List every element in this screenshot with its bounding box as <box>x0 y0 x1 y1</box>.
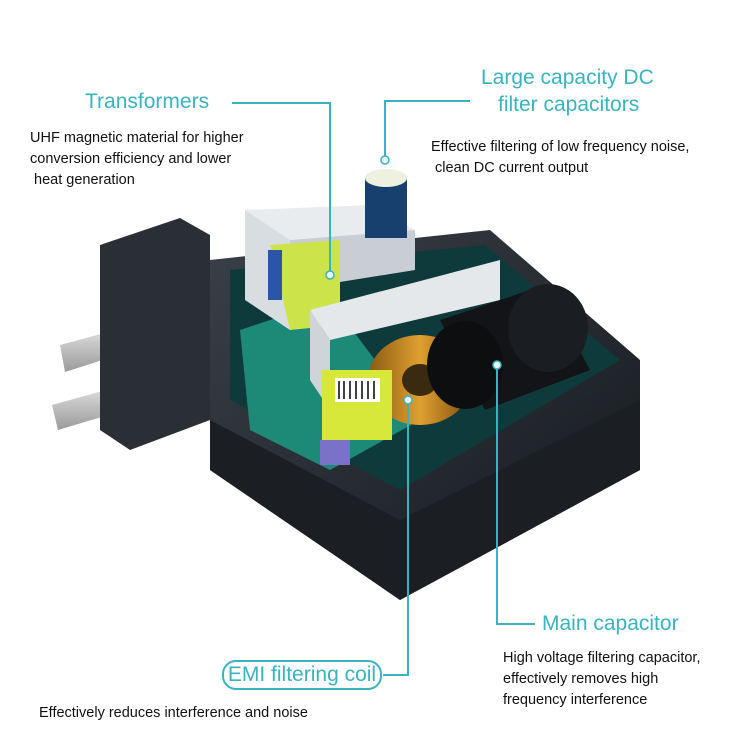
dc-capacitors-description: Effective filtering of low frequency noi… <box>431 139 690 176</box>
dc-capacitors-title-line2: filter capacitors <box>498 93 640 116</box>
main-capacitor-description: High voltage filtering capacitor, effect… <box>503 650 701 708</box>
dc-capacitor <box>365 169 407 238</box>
emi-coil-description: Effectively reduces interference and noi… <box>39 705 308 721</box>
transformer-marker-dot <box>325 270 335 280</box>
main-capacitor-title: Main capacitor <box>542 612 679 635</box>
transformer <box>245 205 500 410</box>
leader-lines <box>232 100 535 676</box>
main-capacitor-marker-dot <box>492 360 502 370</box>
transformers-description: UHF magnetic material for higher convers… <box>30 130 244 188</box>
main-capacitor <box>427 284 590 410</box>
emi-coil-title: EMI filtering coil <box>222 660 382 690</box>
emi-coil-marker-dot <box>403 395 413 405</box>
transformers-title: Transformers <box>85 90 210 113</box>
dc-capacitor-marker-dot <box>380 155 390 165</box>
dc-capacitors-title-line1: Large capacity DC <box>481 66 654 89</box>
